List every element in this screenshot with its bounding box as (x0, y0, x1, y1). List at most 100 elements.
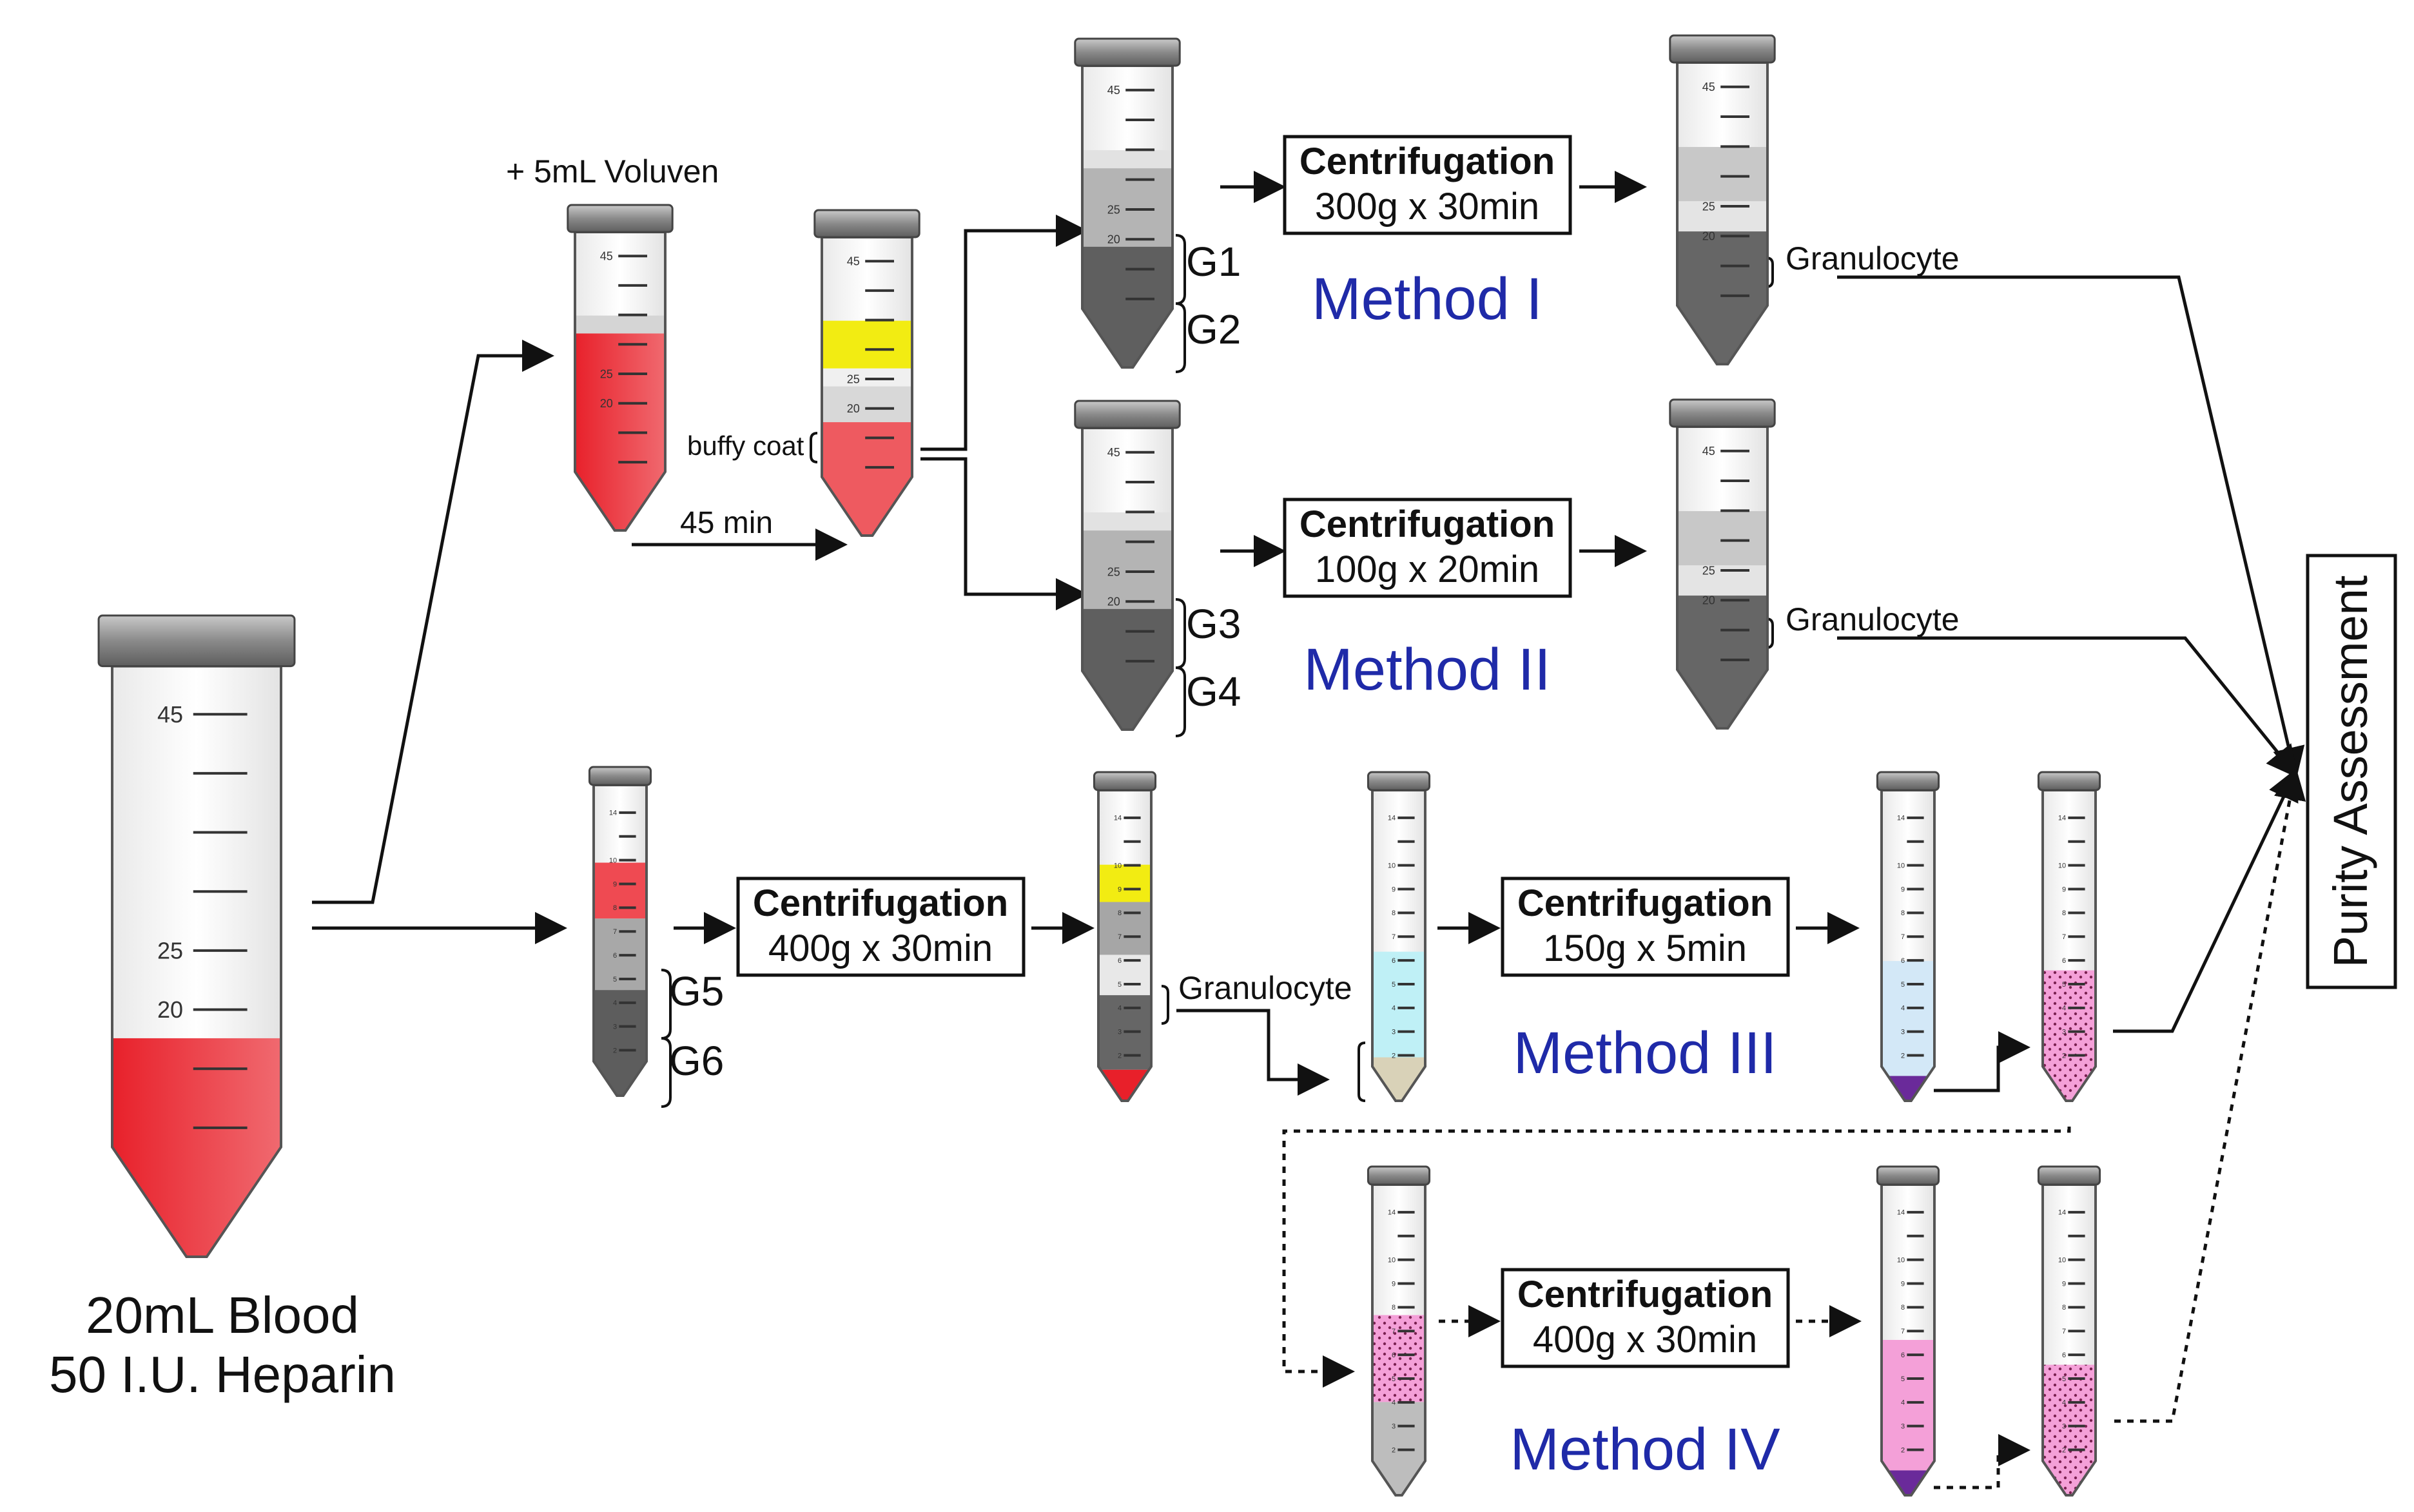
g1-label: G1 (1186, 238, 1241, 285)
g5g6-tube-tick-label-3: 9 (613, 880, 617, 888)
method4-start-tube-tick-label-5: 7 (1392, 1328, 1396, 1335)
cyan-tube-tick-label-8: 4 (1392, 1005, 1396, 1013)
method3-result-tube-tick-label-5: 7 (2062, 933, 2066, 941)
blood-tube-tick-label-2: 25 (157, 937, 183, 964)
bracket-g1 (1175, 234, 1186, 305)
voluven-label: + 5mL Voluven (506, 153, 719, 189)
method4-start-tube-tick-label-2: 10 (1388, 1256, 1396, 1264)
g1g2-tube-layer-1 (1082, 150, 1173, 169)
layered-tube-tick-label-6: 6 (1118, 957, 1122, 965)
g3g4-tube-layer-3 (1082, 608, 1173, 730)
method4-start-tube-tick-label-7: 5 (1392, 1375, 1396, 1383)
method4-start-tube-tick-label-3: 9 (1392, 1280, 1396, 1288)
bracket-g4 (1175, 666, 1186, 737)
g1g2-tube-tick-label-3: 20 (1107, 233, 1120, 246)
sediment-tube-tick-label-2: 25 (847, 373, 860, 385)
g5g6-tube-tick-label-7: 5 (613, 976, 617, 984)
sediment-tube-layer-4 (822, 422, 912, 536)
voluven-tube-layer-1 (575, 315, 665, 334)
method1-result-tube-cap (1669, 34, 1776, 64)
centrifugation-box-5: Centrifugation 400g x 30min (1501, 1268, 1790, 1368)
method4-result-tube-layer-1 (2043, 1364, 2096, 1495)
sediment-tube-layer-2 (822, 368, 912, 387)
arrow-granulocyte-transfer (1176, 1009, 1330, 1096)
cyan-tube-tick-label-9: 3 (1392, 1029, 1396, 1036)
g5g6-tube-tick-label-1: 14 (609, 809, 617, 817)
method2-result-tube-layer-1 (1677, 511, 1767, 566)
method3-result-tube-tick-label-2: 10 (2058, 862, 2066, 869)
method3-result-tube-tick-label-3: 9 (2062, 886, 2066, 893)
g1g2-tube-cap (1074, 37, 1181, 67)
method3-pellet-tube-tick-label-3: 9 (1901, 886, 1905, 893)
box-3-title: Centrifugation (753, 882, 1008, 924)
bracket-granulocyte-3 (1161, 985, 1169, 1025)
cyan-tube-tick-label-4: 8 (1392, 909, 1396, 917)
method3-result-tube-tick-label-1: 14 (2058, 815, 2066, 822)
method3-pellet-tube-tick-label-9: 3 (1901, 1029, 1905, 1036)
method4-result-tube-tick-label-6: 6 (2062, 1352, 2066, 1359)
layered-tube-tick-label-1: 14 (1114, 815, 1122, 822)
bracket-granulocyte-1 (1766, 257, 1774, 288)
method-iv-label: Method IV (1510, 1417, 1780, 1482)
g5g6-tube-layer-1 (594, 862, 647, 919)
cyan-tube-tick-label-3: 9 (1392, 886, 1396, 893)
method3-pellet-tube-tick-label-4: 8 (1901, 909, 1905, 917)
layered-tube-layer-1 (1098, 864, 1151, 902)
g1g2-tube-tick-label-2: 25 (1107, 203, 1120, 216)
method3-result-tube-cap (2037, 771, 2101, 791)
bracket-g6 (661, 1037, 672, 1108)
g5-label: G5 (669, 968, 724, 1014)
centrifugation-box-4: Centrifugation 150g x 5min (1501, 877, 1790, 977)
method-ii-label: Method II (1303, 637, 1551, 703)
bracket-granulocyte-2 (1766, 617, 1774, 649)
granulocyte-label-3: Granulocyte (1178, 970, 1352, 1006)
g5g6-tube-tick-label-8: 4 (613, 1000, 617, 1007)
voluven-tube-tick-label-3: 20 (600, 397, 613, 410)
layered-tube-tick-label-3: 9 (1118, 886, 1122, 893)
box-3-detail: 400g x 30min (768, 927, 993, 969)
granulocyte-label-2: Granulocyte (1786, 601, 1960, 637)
bracket-g5 (661, 969, 672, 1040)
box-4-detail: 150g x 5min (1543, 927, 1747, 969)
box-4-title: Centrifugation (1517, 882, 1773, 924)
blood-label-line2: 50 I.U. Heparin (49, 1346, 396, 1403)
flow-arrows (312, 171, 2306, 1489)
purity-assessment-box (2306, 554, 2397, 989)
method3-pellet-tube-tick-label-2: 10 (1897, 862, 1905, 869)
method4-start-tube-tick-label-4: 8 (1392, 1304, 1396, 1312)
method4-start-tube-layer-1 (1372, 1315, 1425, 1402)
method4-pellet-tube-tick-label-7: 5 (1901, 1375, 1905, 1383)
g3g4-tube-layer-1 (1082, 512, 1173, 531)
method4-pellet-tube-tick-label-4: 8 (1901, 1304, 1905, 1312)
g3g4-tube-tick-label-3: 20 (1107, 596, 1120, 608)
method4-start-tube-tick-label-6: 6 (1392, 1352, 1396, 1359)
box-2-title: Centrifugation (1299, 503, 1555, 545)
method1-result-tube-layer-3 (1677, 231, 1767, 364)
method3-pellet-tube-cap (1876, 771, 1940, 791)
box-5-detail: 400g x 30min (1533, 1319, 1757, 1361)
arrow-to-g1g2-tube (920, 215, 1088, 451)
arrow-dashed-to-method4 (1282, 1127, 2071, 1388)
method4-pellet-tube-layer-2 (1882, 1470, 1934, 1495)
g6-label: G6 (669, 1038, 724, 1084)
method2-result-tube-cap (1669, 398, 1776, 428)
cyan-tube-tick-label-10: 2 (1392, 1052, 1396, 1060)
layered-tube-tick-label-2: 10 (1114, 862, 1122, 869)
buffy-coat-label: buffy coat (687, 431, 804, 461)
cyan-tube-tick-label-5: 7 (1392, 933, 1396, 941)
cyan-tube-tick-label-1: 14 (1388, 815, 1396, 822)
layered-tube-tick-label-5: 7 (1118, 933, 1122, 941)
method4-result-tube-tick-label-3: 9 (2062, 1280, 2066, 1288)
arrow-method1-to-purity (1837, 275, 2305, 780)
sediment-tube-layer-3 (822, 386, 912, 423)
cyan-tube-tick-label-7: 5 (1392, 981, 1396, 989)
g3-label: G3 (1186, 601, 1241, 647)
arrow-to-g3g4-tube (920, 457, 1088, 610)
layered-tube-layer-2 (1098, 902, 1151, 955)
g1g2-tube-tick-label-1: 45 (1107, 84, 1120, 97)
method3-pellet-tube-tick-label-8: 4 (1901, 1005, 1905, 1013)
